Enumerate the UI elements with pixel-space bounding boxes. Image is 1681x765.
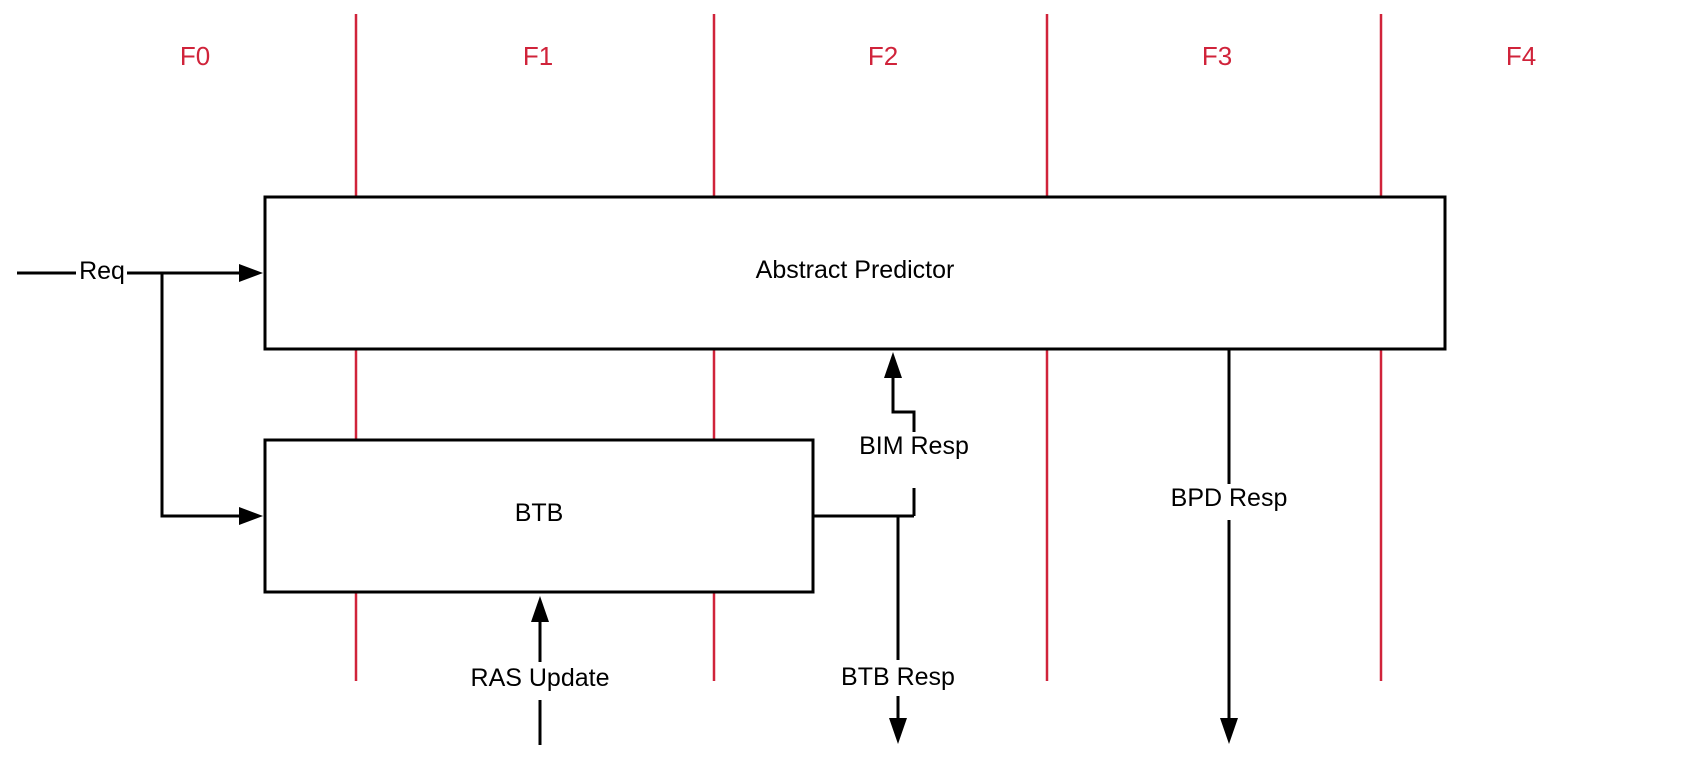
bim-resp-wire-upper <box>891 378 916 432</box>
stage-label-f4: F4 <box>1506 41 1536 71</box>
req-wire-to-btb <box>160 273 239 518</box>
stage-label-f0: F0 <box>180 41 210 71</box>
req-label: Req <box>79 257 125 285</box>
bim-resp-arrowhead <box>884 352 902 378</box>
bpd-resp-signal: BPD Resp <box>1171 349 1288 744</box>
req-arrowhead-btb <box>239 507 263 525</box>
ras-update-arrowhead <box>531 596 549 622</box>
btb-label: BTB <box>515 499 564 527</box>
stage-label-f2: F2 <box>868 41 898 71</box>
bpd-resp-label: BPD Resp <box>1171 484 1288 512</box>
ras-update-label: RAS Update <box>471 664 610 692</box>
bpd-resp-arrowhead <box>1220 718 1238 744</box>
stage-label-f3: F3 <box>1202 41 1232 71</box>
req-signal: Req <box>17 257 263 525</box>
btb-resp-arrowhead <box>889 718 907 744</box>
stage-labels: F0 F1 F2 F3 F4 <box>180 41 1536 71</box>
btb-block <box>263 438 815 594</box>
stage-label-f1: F1 <box>523 41 553 71</box>
abstract-predictor-block <box>263 195 1447 351</box>
ras-update-signal: RAS Update <box>471 596 610 745</box>
abstract-predictor-label: Abstract Predictor <box>756 256 955 284</box>
btb-resp-label: BTB Resp <box>841 663 955 691</box>
btb-output-signals: BIM Resp BTB Resp <box>813 352 969 744</box>
req-arrowhead-predictor <box>239 264 263 282</box>
bim-resp-label: BIM Resp <box>859 432 969 460</box>
